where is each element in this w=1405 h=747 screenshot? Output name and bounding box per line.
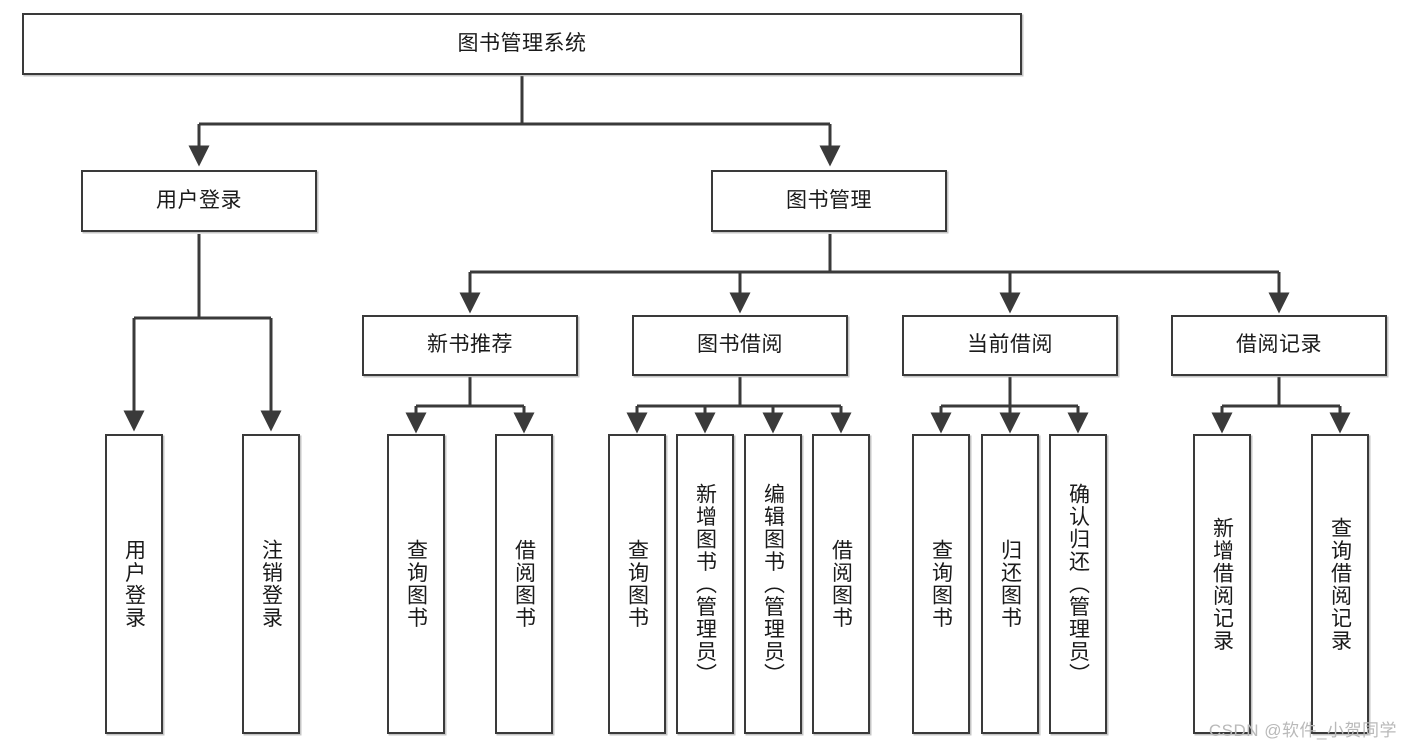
node-book-management[interactable]: 图书管理 [711,170,947,232]
node-root-system[interactable]: 图书管理系统 [22,13,1022,75]
leaf-user-login-signout[interactable]: 注销登录 [242,434,300,734]
node-label: 借阅图书 [829,539,853,629]
leaf-borrow-query-book[interactable]: 查询图书 [608,434,666,734]
leaf-recommend-borrow-book[interactable]: 借阅图书 [495,434,553,734]
leaf-borrow-borrow-book[interactable]: 借阅图书 [812,434,870,734]
node-label: 新书推荐 [427,333,513,357]
node-label: 新增借阅记录 [1210,516,1234,652]
leaf-borrow-edit-book-admin[interactable]: 编辑图书（管理员） [744,434,802,734]
node-label: 用户登录 [122,539,146,629]
node-label: 新增图书（管理员） [693,482,717,686]
leaf-borrow-add-book-admin[interactable]: 新增图书（管理员） [676,434,734,734]
node-label: 用户登录 [156,188,242,212]
node-label: 确认归还（管理员） [1066,482,1090,686]
node-label: 查询图书 [625,539,649,629]
node-borrow-record[interactable]: 借阅记录 [1171,315,1387,376]
node-label: 查询借阅记录 [1328,516,1352,652]
node-label: 编辑图书（管理员） [761,482,785,686]
node-label: 借阅图书 [512,539,536,629]
node-label: 归还图书 [998,539,1022,629]
leaf-current-query-book[interactable]: 查询图书 [912,434,970,734]
node-book-borrow[interactable]: 图书借阅 [632,315,848,376]
leaf-current-confirm-return-admin[interactable]: 确认归还（管理员） [1049,434,1107,734]
leaf-user-login-signin[interactable]: 用户登录 [105,434,163,734]
node-label: 当前借阅 [967,333,1053,357]
node-current-borrow[interactable]: 当前借阅 [902,315,1118,376]
node-label: 查询图书 [929,539,953,629]
node-new-book-recommend[interactable]: 新书推荐 [362,315,578,376]
leaf-current-return-book[interactable]: 归还图书 [981,434,1039,734]
node-label: 图书管理系统 [457,31,587,55]
node-label: 注销登录 [259,539,283,629]
node-user-login[interactable]: 用户登录 [81,170,317,232]
leaf-record-add-record[interactable]: 新增借阅记录 [1193,434,1251,734]
node-label: 图书借阅 [697,333,783,357]
node-label: 查询图书 [404,539,428,629]
node-label: 图书管理 [786,188,872,212]
leaf-recommend-query-book[interactable]: 查询图书 [387,434,445,734]
leaf-record-query-record[interactable]: 查询借阅记录 [1311,434,1369,734]
node-label: 借阅记录 [1236,333,1322,357]
